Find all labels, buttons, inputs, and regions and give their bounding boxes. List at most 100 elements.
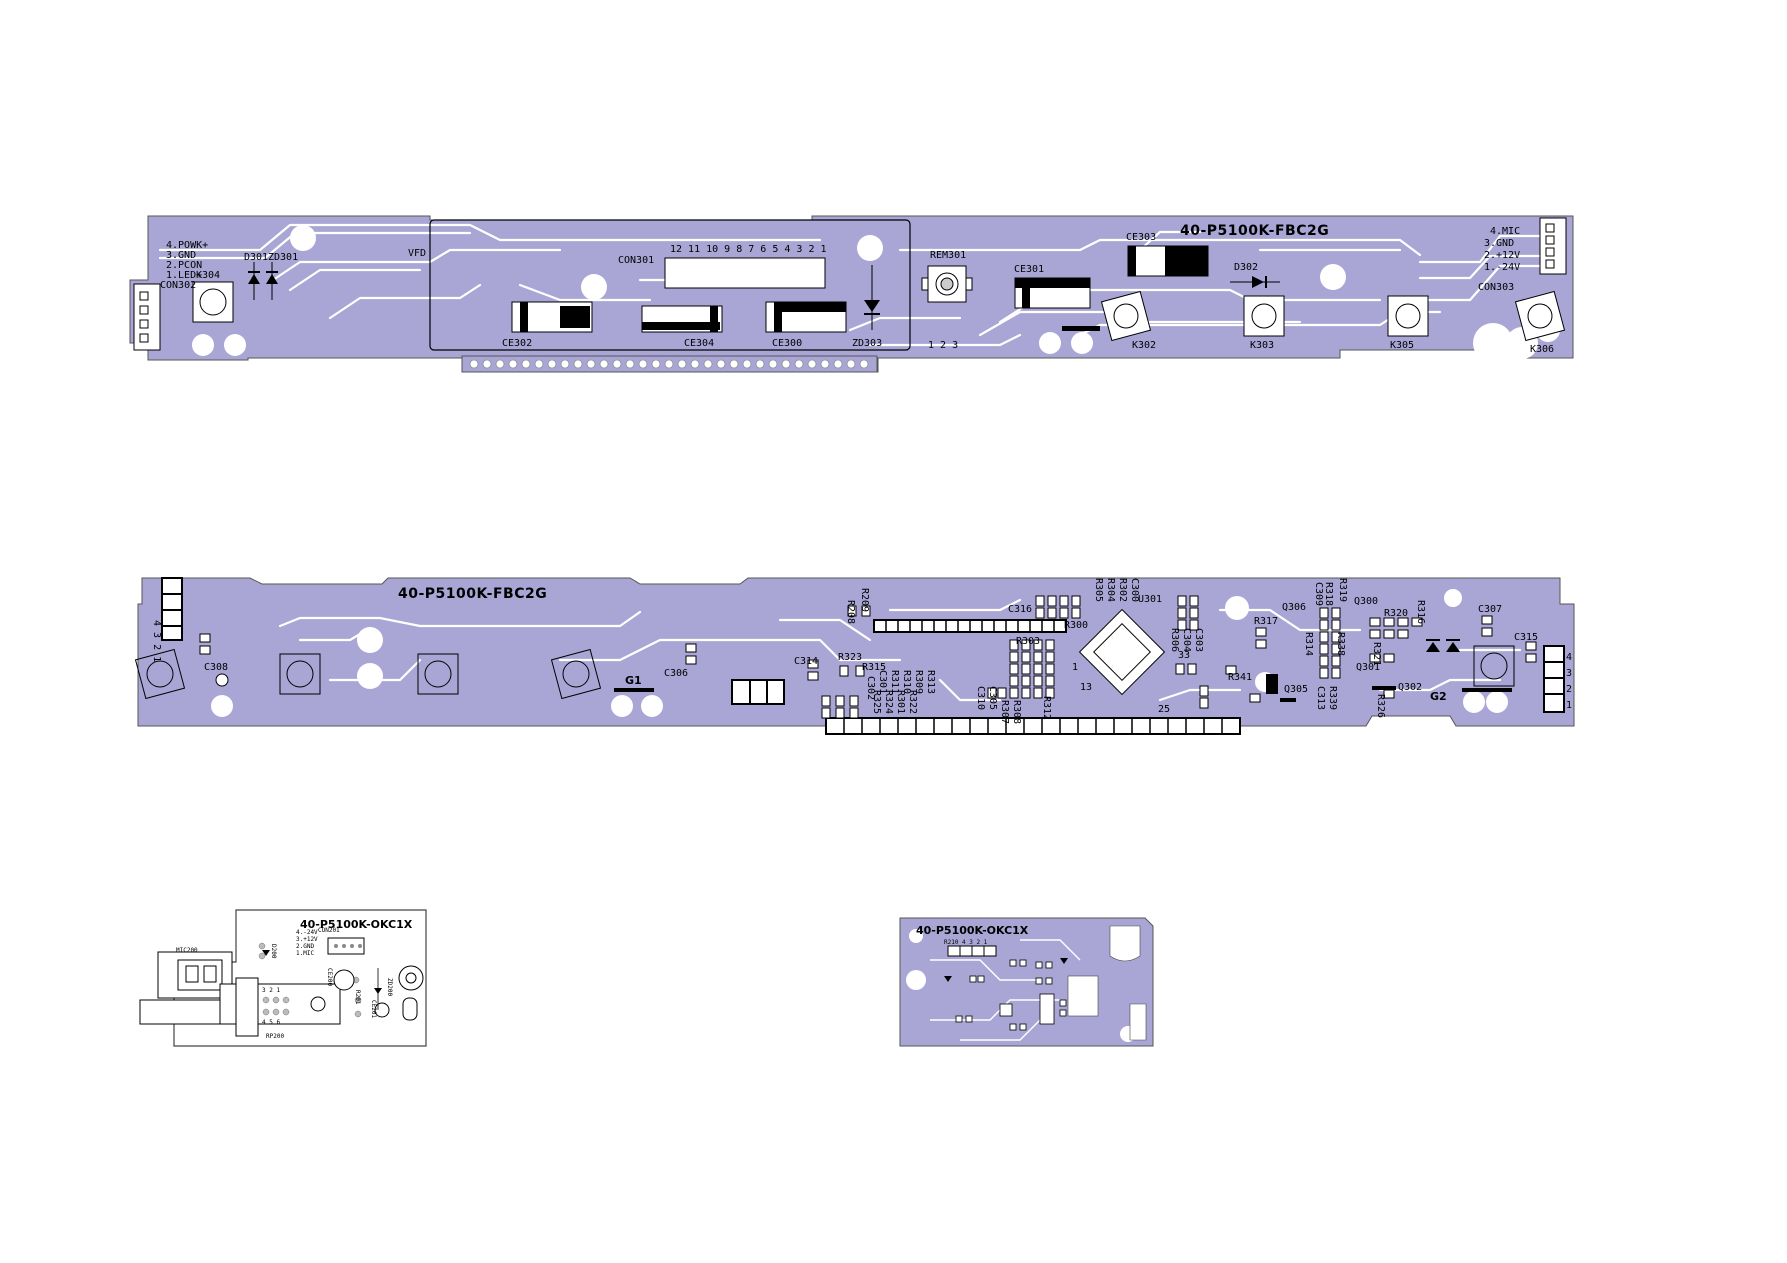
ce302-label: CE302 [502,338,532,349]
c303-label: C303 [1193,628,1204,652]
middle-part-number: 40-P5100K-FBC2G [398,586,547,602]
con201-pin-3: 3.+12V [296,936,318,943]
middle-right-header [1543,645,1565,713]
con303-pin-2: 2.+12V [1484,250,1520,261]
rem301-pins: 1 2 3 [928,340,958,351]
rp200-pins-a: 3 2 1 [262,987,280,994]
middle-right-pin-3: 3 [1566,668,1572,679]
k305-label: K305 [1390,340,1414,351]
zd301-diode [266,262,278,300]
middle-right-pin-1: 1 [1566,700,1572,711]
board-middle: 40-P5100K-FBC2G 4 3 2 1 C308 G1 C306 C31… [134,577,1575,735]
pin33-label: 33 [1178,650,1190,661]
con201-connector [327,937,365,955]
r209-label: R209 [859,588,870,612]
con302-label: CON302 [160,280,196,291]
k306-label: K306 [1530,344,1554,355]
k305-switch [1387,295,1429,337]
r326-label: R326 [1375,694,1386,718]
k303-switch [1243,295,1285,337]
c307-label: C307 [1478,604,1502,615]
r208-label: R208 [845,600,856,624]
board-small: 40-P5100K-OKC1X R210 4 3 2 1 [899,917,1154,1047]
middle-switch-1 [134,648,186,700]
c306-label: C306 [664,668,688,679]
g1-block [731,679,785,705]
k302-label: K302 [1132,340,1156,351]
rp200-pins-b: 4 5 6 [262,1019,280,1026]
con302-pin-4: 1.LED+ [166,270,202,281]
con301-label: CON301 [618,255,654,266]
c302-label: C302 [865,676,876,700]
g2-label: G2 [1430,690,1447,703]
mic-part-number: 40-P5100K-OKC1X [300,918,413,931]
r309-label: R309 [913,670,924,694]
zd301-label: ZD301 [268,252,298,263]
k303-label: K303 [1250,340,1274,351]
d200-label: D200 [270,944,277,959]
c310-label: C310 [975,686,986,710]
ce300-label: CE300 [772,338,802,349]
r324-label: R324 [883,690,894,714]
vfd-outline [429,219,911,351]
middle-switch-2 [279,653,321,695]
con201-pin-1: 1.MIC [296,950,314,957]
con303-pin-3: 3.GND [1484,238,1514,249]
r308-label: R308 [1011,700,1022,724]
small-header-pins: 4 3 2 1 [962,939,988,946]
zd303-diode [864,265,880,330]
r315-label: R315 [862,662,886,673]
r210-label: R210 [944,939,959,946]
r312-label: R312 [1041,696,1052,720]
rem301-potentiometer [921,265,973,303]
middle-traces [278,598,1522,702]
ce300-capacitor [765,301,847,333]
top-part-number: 40-P5100K-FBC2G [1180,223,1329,239]
r321-label: R321 [1371,642,1382,666]
c301-label: C301 [877,670,888,694]
c314-label: C314 [794,656,818,667]
ce301-label: CE301 [1014,264,1044,275]
small-diode [944,958,1068,982]
r322-label: R322 [907,690,918,714]
mic200-label: MIC200 [176,947,198,954]
middle-switch-5 [1473,645,1515,687]
r306-label: R306 [1169,628,1180,652]
r311-label: R311 [889,670,900,694]
r201-label: R201 [354,990,361,1005]
con302-pin-1: 4.POWK+ [166,240,208,251]
q302-label: Q302 [1398,682,1422,693]
u301-label: U301 [1138,594,1162,605]
c308-ring [215,673,229,687]
q305-label: Q305 [1284,684,1308,695]
r338-label: R338 [1335,632,1346,656]
q301-label: Q301 [1356,662,1380,673]
board-mic: 40-P5100K-OKC1X MIC200 D200 4.-24V 3.+12… [139,909,427,1047]
d302-diode [1230,276,1280,288]
r341-label: R341 [1228,672,1252,683]
rp200-potentiometer [139,977,341,1037]
con301-connector [664,257,826,289]
con201-label: CON201 [318,927,340,934]
c316-label: C316 [1008,604,1032,615]
r301-label: R301 [895,690,906,714]
vfd-label: VFD [408,248,426,259]
mic-ring-right [398,965,424,1021]
u301-ic [1078,608,1166,696]
middle-left-header [161,577,183,641]
con302-pin-3: 2.PCON [166,260,202,271]
board-top: 40-P5100K-FBC2G VFD CON301 12 11 10 9 8 … [129,215,1574,373]
r305-label: R305 [1093,578,1104,602]
r303-label: R303 [1016,636,1040,647]
small-part-number: 40-P5100K-OKC1X [916,924,1029,937]
r313-label: R313 [925,670,936,694]
con302-pin-2: 3.GND [166,250,196,261]
q300-label: Q300 [1354,596,1378,607]
middle-right-pin-2: 2 [1566,684,1572,695]
zd303-label: ZD303 [852,338,882,349]
ce303-capacitor [1127,245,1209,277]
ce200-label: CE200 [326,968,333,986]
ce304-label: CE304 [684,338,714,349]
r304-label: R304 [1105,578,1116,602]
